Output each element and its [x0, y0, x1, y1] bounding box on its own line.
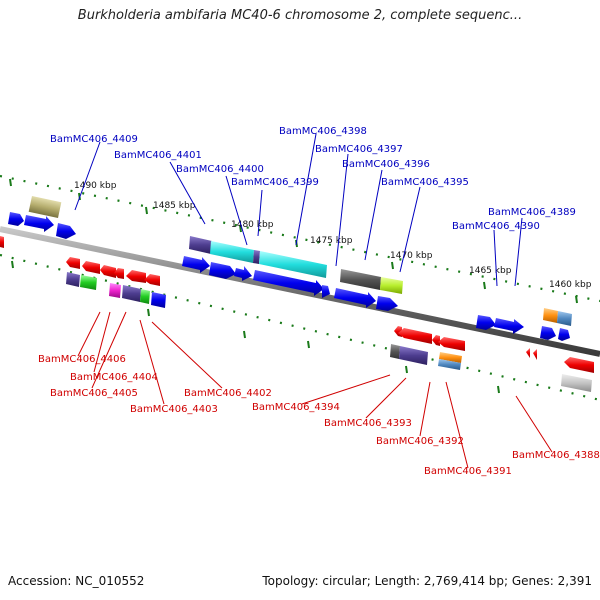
feature-bar-cyan-long [259, 251, 327, 278]
gene-arrow [476, 315, 496, 330]
top-strand-genes [8, 196, 572, 341]
feature-bar-lime [380, 277, 403, 294]
genome-summary-text: Topology: circular; Length: 2,769,414 bp… [262, 574, 592, 588]
feature-bar-olive [28, 196, 62, 218]
feature-bar-navy [66, 272, 80, 287]
gene-label-4406: BamMC406_4406 [38, 354, 126, 365]
map-title: Burkholderia ambifaria MC40-6 chromosome… [77, 8, 523, 23]
bottom-strand-genes [0, 236, 594, 392]
gene-arrow [100, 265, 116, 278]
gene-label-4396: BamMC406_4396 [342, 159, 430, 170]
feature-bar-gray [390, 344, 400, 359]
feature-bar-steel [557, 311, 572, 326]
gene-label-4398: BamMC406_4398 [279, 126, 367, 137]
feature-bar-green-small [140, 289, 150, 304]
feature-bar-gray [340, 269, 381, 290]
gene-arrow [334, 288, 376, 308]
chromosome-backbone [0, 226, 600, 357]
gene-label-4395: BamMC406_4395 [381, 177, 469, 188]
kbp-label-1485: 1485 kbp [153, 201, 196, 211]
gene-arrow [564, 357, 594, 373]
gene-label-4389: BamMC406_4389 [488, 207, 576, 218]
gene-arrow [209, 262, 236, 279]
gene-label-4402: BamMC406_4402 [184, 388, 272, 399]
gene-label-4403: BamMC406_4403 [130, 404, 218, 415]
kbp-label-1470: 1470 kbp [390, 251, 433, 261]
gene-arrow [540, 326, 556, 340]
gene-arrow [8, 212, 24, 226]
kbp-label-1465: 1465 kbp [469, 266, 512, 276]
gene-arrow [234, 266, 252, 281]
gene-label-4393: BamMC406_4393 [324, 418, 412, 429]
gene-arrow [533, 349, 537, 360]
feature-bar-magenta [109, 283, 121, 298]
gene-label-4392: BamMC406_4392 [376, 436, 464, 447]
feature-bar-purple [399, 346, 428, 365]
gene-arrow [558, 328, 570, 341]
bottom-label-leaders [77, 311, 553, 469]
gene-arrow [24, 215, 54, 232]
gene-arrow [56, 223, 76, 239]
gene-label-4388: BamMC406_4388 [512, 450, 600, 461]
feature-bar-purple [189, 236, 212, 254]
gene-arrow [432, 335, 440, 346]
gene-label-4404: BamMC406_4404 [70, 372, 158, 383]
gene-label-4391: BamMC406_4391 [424, 466, 512, 477]
gene-label-4409: BamMC406_4409 [50, 134, 138, 145]
feature-bar-orange [543, 308, 558, 323]
bottom-major-ticks [11, 260, 500, 394]
gene-arrow [126, 270, 146, 283]
gene-arrow [66, 257, 80, 269]
top-label-leaders [74, 133, 523, 287]
feature-bar-steel [438, 359, 461, 370]
gene-arrow [526, 348, 530, 358]
gene-label-4397: BamMC406_4397 [315, 144, 403, 155]
gene-label-4394: BamMC406_4394 [252, 402, 340, 413]
kbp-label-1460: 1460 kbp [549, 280, 592, 290]
feature-bar-purple-small [253, 250, 260, 264]
kbp-label-1490: 1490 kbp [74, 181, 117, 191]
feature-bar-cyan [210, 241, 254, 263]
gene-arrow [0, 236, 4, 248]
gene-arrow [144, 274, 160, 286]
gene-arrow [398, 328, 432, 344]
gene-arrow [114, 268, 124, 279]
gene-label-4400: BamMC406_4400 [176, 164, 264, 175]
gene-arrow [322, 285, 330, 298]
feature-bar-blue [151, 292, 166, 308]
accession-text: Accession: NC_010552 [8, 574, 145, 588]
gene-arrow [494, 318, 524, 334]
feature-bar-orange [439, 352, 462, 363]
gene-arrow [82, 261, 100, 274]
feature-bar-purple [122, 285, 141, 302]
gene-arrow [376, 296, 398, 311]
gene-arrow [253, 270, 324, 296]
gene-arrow [182, 256, 210, 273]
feature-bar-green [80, 275, 97, 290]
kbp-label-1475: 1475 kbp [310, 236, 353, 246]
gene-label-4405: BamMC406_4405 [50, 388, 138, 399]
gene-label-4401: BamMC406_4401 [114, 150, 202, 161]
gene-label-4390: BamMC406_4390 [452, 221, 540, 232]
kbp-label-1480: 1480 kbp [231, 220, 274, 230]
feature-bar-lightgray [561, 374, 592, 392]
gene-label-4399: BamMC406_4399 [231, 177, 319, 188]
gene-arrow [438, 337, 465, 351]
